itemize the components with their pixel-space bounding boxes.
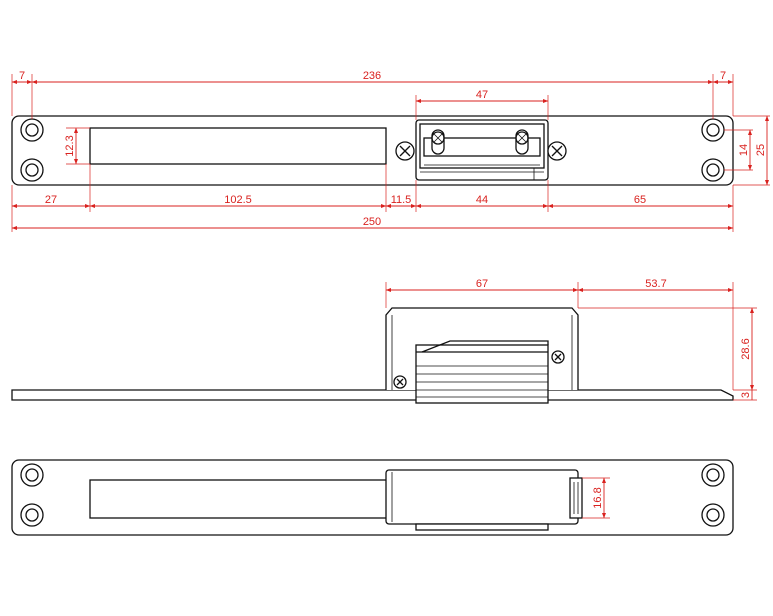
dim-plate-thickness: 3 [740,392,752,398]
strike-plate-outline [11,115,734,186]
bottom-plate-outline [11,459,734,536]
latch-screw-icon [431,129,445,155]
bottom-latch-housing [385,469,583,531]
mounting-hole [701,118,725,142]
latch-screw-icon [515,129,529,155]
dim-body-length: 67 [476,278,488,290]
mounting-hole [20,118,44,142]
dim-plate-height: 25 [755,144,767,156]
slot-cutout [89,127,387,165]
dim-right-margin: 65 [634,194,646,206]
dim-hole-pitch: 14 [738,144,750,156]
phillips-screw-icon [547,141,567,161]
top-view: 7 236 7 47 12.3 14 25 27 102. [11,70,770,232]
latch-mechanism [415,119,549,181]
dim-gap: 11.5 [391,194,412,206]
phillips-screw-icon [393,375,407,389]
side-view: 67 53.7 28.6 3 [11,278,757,404]
dim-hole-offset-right: 7 [720,70,726,82]
bottom-slot-cutout [89,479,389,519]
dim-left-margin: 27 [45,194,57,206]
mounting-hole [701,463,725,487]
side-plate [11,389,734,401]
bottom-view: 16.8 [11,459,734,536]
side-latch-body [415,340,549,404]
phillips-screw-icon [551,350,565,364]
mounting-hole [20,463,44,487]
mounting-hole [20,503,44,527]
dim-latch-height: 16.8 [592,487,604,508]
dim-slot-length: 102.5 [224,194,252,206]
dim-body-offset: 53.7 [645,278,666,290]
phillips-screw-icon [395,141,415,161]
dim-hole-span: 236 [363,70,381,82]
dim-hole-offset-left: 7 [19,70,25,82]
mounting-hole [701,158,725,182]
dim-latch-width: 47 [476,89,488,101]
dim-body-height: 28.6 [740,338,752,359]
dim-overall-length: 250 [363,216,381,228]
dim-latch-length: 44 [476,194,488,206]
mounting-hole [701,503,725,527]
mounting-hole [20,158,44,182]
dim-slot-height: 12.3 [64,135,76,156]
